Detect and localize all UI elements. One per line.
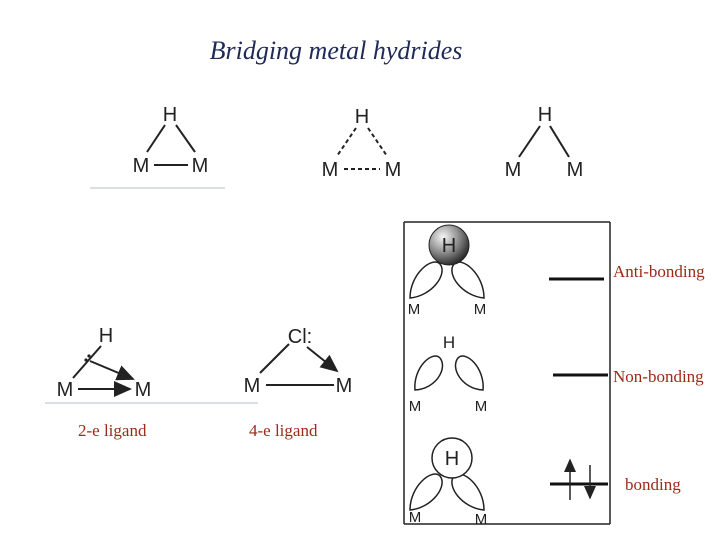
lobe-right bbox=[451, 261, 485, 299]
bond-dashed bbox=[336, 127, 357, 157]
bond bbox=[146, 124, 166, 153]
atom-cl: Cl: bbox=[288, 326, 312, 348]
mo-bonding: H M M bbox=[409, 437, 608, 528]
lobe-left bbox=[409, 473, 443, 511]
label-anti-bonding: Anti-bonding bbox=[613, 262, 705, 281]
atom-h: H bbox=[445, 448, 459, 470]
atom-m: M bbox=[567, 159, 584, 181]
atom-m: M bbox=[135, 379, 152, 401]
mo-nonbonding: H M M bbox=[409, 333, 608, 415]
page-title: Bridging metal hydrides bbox=[209, 36, 463, 65]
lobe-left bbox=[409, 261, 443, 299]
atom-m: M bbox=[475, 398, 488, 415]
atom-m: M bbox=[475, 511, 488, 528]
atom-h: H bbox=[443, 333, 455, 352]
bond bbox=[549, 125, 570, 158]
atom-m: M bbox=[244, 375, 261, 397]
dative-arrow bbox=[306, 346, 339, 373]
bond bbox=[175, 124, 196, 153]
bond bbox=[72, 345, 102, 379]
atom-m: M bbox=[192, 155, 209, 177]
label-bonding: bonding bbox=[625, 475, 681, 494]
structure-2e-ligand: H M M bbox=[45, 325, 258, 404]
atom-m: M bbox=[385, 159, 402, 181]
bond-dashed bbox=[367, 127, 388, 157]
structure-closed-triangle: H M M bbox=[90, 104, 225, 189]
lobe-right bbox=[451, 473, 485, 511]
mo-antibonding: H M M bbox=[408, 224, 604, 318]
mo-panel: H M M H M M H M M bbox=[403, 221, 611, 528]
atom-m: M bbox=[505, 159, 522, 181]
electron-dot bbox=[87, 354, 91, 358]
atom-h: H bbox=[163, 104, 177, 126]
atom-m: M bbox=[408, 301, 421, 318]
atom-m: M bbox=[474, 301, 487, 318]
atom-h: H bbox=[442, 235, 456, 257]
atom-m: M bbox=[133, 155, 150, 177]
label-non-bonding: Non-bonding bbox=[613, 367, 704, 386]
atom-m: M bbox=[409, 398, 422, 415]
label-2e-ligand: 2-e ligand bbox=[78, 421, 147, 440]
atom-m: M bbox=[336, 375, 353, 397]
dative-arrow bbox=[89, 360, 135, 381]
h-orbital-shaded bbox=[428, 224, 470, 266]
h-orbital bbox=[431, 437, 473, 479]
atom-h: H bbox=[355, 106, 369, 128]
structure-4e-ligand: Cl: M M bbox=[244, 326, 353, 397]
lobe-right bbox=[454, 355, 484, 391]
label-4e-ligand: 4-e ligand bbox=[249, 421, 318, 440]
atom-h: H bbox=[538, 104, 552, 126]
atom-m: M bbox=[409, 509, 422, 526]
structure-dashed-triangle: H M M bbox=[322, 106, 402, 181]
lobe-left bbox=[414, 355, 444, 391]
atom-m: M bbox=[322, 159, 339, 181]
atom-m: M bbox=[57, 379, 74, 401]
bond bbox=[259, 343, 290, 374]
atom-h: H bbox=[99, 325, 113, 347]
structure-open: H M M bbox=[505, 104, 584, 181]
electron-dot bbox=[84, 358, 88, 362]
bond bbox=[518, 125, 541, 158]
